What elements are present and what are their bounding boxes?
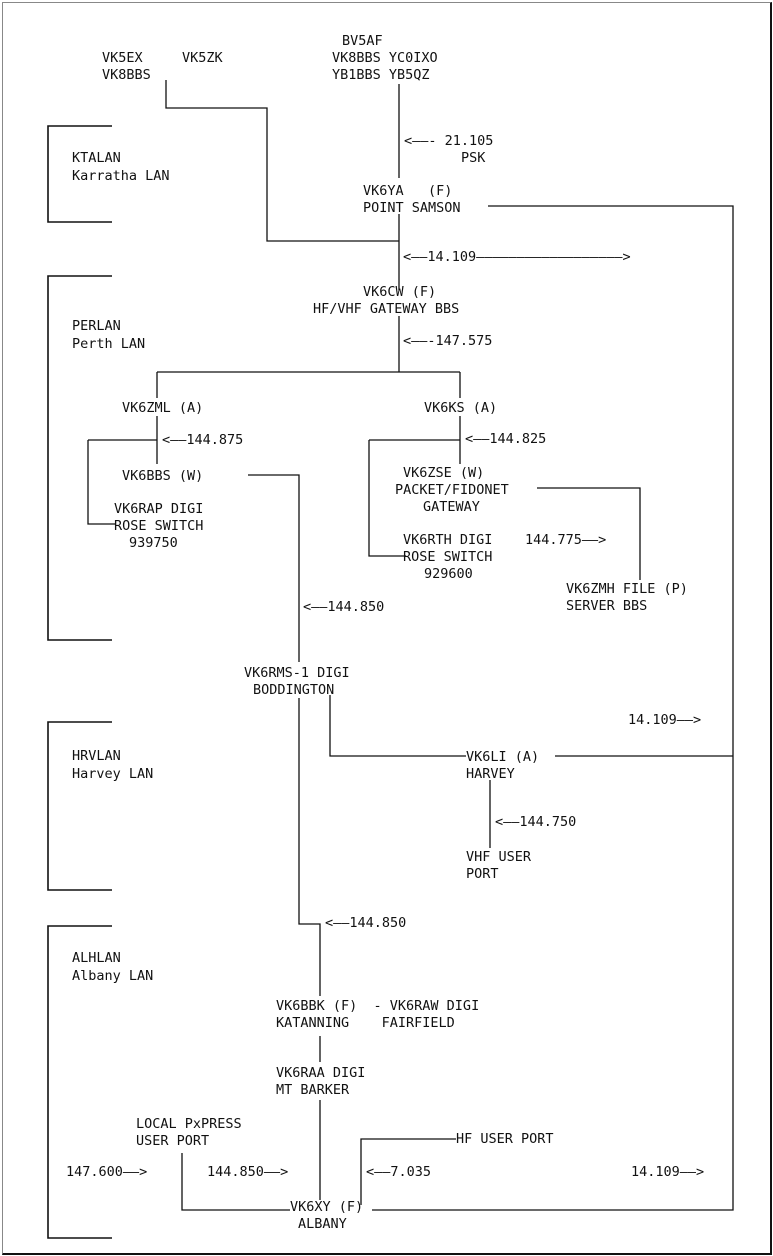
perlan-name: Perth LAN: [72, 336, 145, 352]
freq-144850-c: 144.850——>: [207, 1164, 288, 1180]
freq-14109-top: <——14.109——————————————————>: [403, 249, 631, 265]
packet-fidonet-label: PACKET/FIDONET: [395, 482, 509, 498]
vk5ex-label: VK5EX: [102, 50, 143, 66]
rose-switch-2-label: ROSE SWITCH: [403, 549, 492, 565]
perlan-bracket: [47, 275, 112, 641]
freq-144875: <——144.875: [162, 432, 243, 448]
perlan-code: PERLAN: [72, 318, 121, 334]
hf-user-port-label: HF USER PORT: [456, 1131, 554, 1147]
freq-14109-bot: 14.109——>: [631, 1164, 704, 1180]
albany-label: ALBANY: [298, 1216, 347, 1232]
vk6zmh-label: VK6ZMH FILE (P): [566, 581, 688, 597]
vk6raa-label: VK6RAA DIGI: [276, 1065, 365, 1081]
vk6bbk-label: VK6BBK (F) - VK6RAW DIGI: [276, 998, 479, 1014]
connection-lines: [87, 80, 734, 1211]
vk6cw-label: VK6CW (F): [363, 284, 436, 300]
vk6ks-label: VK6KS (A): [424, 400, 497, 416]
psk-label: PSK: [461, 150, 486, 166]
freq-144775: 144.775——>: [525, 532, 606, 548]
rose-num-1-label: 939750: [129, 535, 178, 551]
alhlan-bracket: [47, 925, 112, 1239]
freq-144850-a: <——144.850: [303, 599, 384, 615]
boddington-label: BODDINGTON: [253, 682, 334, 698]
vk6ya-label: VK6YA (F): [363, 183, 452, 199]
freq-144850-b: <——144.850: [325, 915, 406, 931]
vk6bbs-label: VK6BBS (W): [122, 468, 203, 484]
alhlan-code: ALHLAN: [72, 950, 121, 966]
yb1bbs-yb5qz-label: YB1BBS YB5QZ: [332, 67, 430, 83]
vk6zse-label: VK6ZSE (W): [403, 465, 484, 481]
hrvlan-bracket: [47, 721, 112, 891]
alhlan-name: Albany LAN: [72, 968, 153, 984]
vk6rth-label: VK6RTH DIGI: [403, 532, 492, 548]
point-samson-label: POINT SAMSON: [363, 200, 461, 216]
gateway-label: GATEWAY: [423, 499, 480, 515]
rose-num-2-label: 929600: [424, 566, 473, 582]
hrvlan-code: HRVLAN: [72, 748, 121, 764]
freq-144750: <——144.750: [495, 814, 576, 830]
freq-7035: <——7.035: [366, 1164, 431, 1180]
katanning-label: KATANNING FAIRFIELD: [276, 1015, 455, 1031]
ktalan-code: KTALAN: [72, 150, 121, 166]
user-port-label: USER PORT: [136, 1133, 209, 1149]
vk6li-label: VK6LI (A): [466, 749, 539, 765]
vk8bbs-label: VK8BBS: [102, 67, 151, 83]
port-label: PORT: [466, 866, 499, 882]
vk6zml-label: VK6ZML (A): [122, 400, 203, 416]
gateway-bbs-label: HF/VHF GATEWAY BBS: [313, 301, 459, 317]
hrvlan-name: Harvey LAN: [72, 766, 153, 782]
vk6rms-label: VK6RMS-1 DIGI: [244, 665, 350, 681]
freq-14109-mid: 14.109——>: [628, 712, 701, 728]
freq-147600: 147.600——>: [66, 1164, 147, 1180]
freq-147575: <——-147.575: [403, 333, 492, 349]
bv5af-label: BV5AF: [342, 33, 383, 49]
vk8bbs-yc0ixo-label: VK8BBS YC0IXO: [332, 50, 438, 66]
vk5zk-label: VK5ZK: [182, 50, 224, 66]
freq-144825: <——144.825: [465, 431, 546, 447]
vk6rap-label: VK6RAP DIGI: [114, 501, 203, 517]
harvey-label: HARVEY: [466, 766, 515, 782]
vk6xy-label: VK6XY (F): [290, 1199, 363, 1215]
local-pxpress-label: LOCAL PxPRESS: [136, 1116, 242, 1132]
freq-21105: <——- 21.105: [404, 133, 493, 149]
ktalan-name: Karratha LAN: [72, 168, 170, 184]
vhf-user-label: VHF USER: [466, 849, 532, 865]
rose-switch-1-label: ROSE SWITCH: [114, 518, 203, 534]
server-bbs-label: SERVER BBS: [566, 598, 647, 614]
ktalan-bracket: [47, 125, 112, 223]
mt-barker-label: MT BARKER: [276, 1082, 350, 1098]
